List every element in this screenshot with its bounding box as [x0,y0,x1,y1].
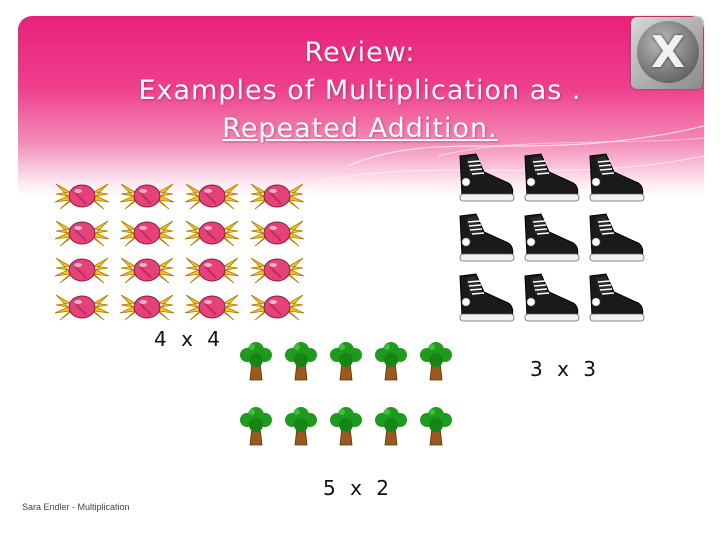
candy-icon [182,254,242,290]
tree-label: 5 x 2 [323,476,393,500]
candy-label: 4 x 4 [154,327,224,351]
tree-icon [371,403,411,451]
close-button[interactable]: X [631,17,703,89]
title-line-3: Repeated Addition. [222,113,498,144]
sneaker-icon [519,212,581,268]
sneaker-label: 3 x 3 [530,357,600,381]
title-banner [18,16,704,196]
candy-icon [52,291,112,327]
banner-swirl-lines [317,125,704,182]
sneaker-icon [454,152,516,208]
candy-icon [117,291,177,327]
sneaker-icon [584,272,646,328]
footer-text: Sara Endler - Multiplication [22,502,130,512]
tree-icon [326,338,366,386]
tree-icon [281,403,321,451]
candy-icon [52,180,112,216]
title-line-1: Review: [304,37,416,68]
tree-icon [416,338,456,386]
tree-icon [416,403,456,451]
sneaker-icon [454,212,516,268]
sneaker-icon [519,272,581,328]
sneaker-icon [584,152,646,208]
candy-icon [247,180,307,216]
title-line-2: Examples of Multiplication as . [138,75,582,106]
tree-icon [371,338,411,386]
candy-icon [182,291,242,327]
candy-icon [247,291,307,327]
candy-icon [182,180,242,216]
slide-title: Review: Examples of Multiplication as . … [0,34,720,148]
candy-icon [117,254,177,290]
candy-icon [247,254,307,290]
tree-icon [236,403,276,451]
tree-icon [236,338,276,386]
candy-icon [247,217,307,253]
sneaker-icon [584,212,646,268]
close-icon: X [637,21,699,83]
tree-icon [281,338,321,386]
candy-icon [117,180,177,216]
candy-icon [52,254,112,290]
sneaker-icon [519,152,581,208]
candy-icon [117,217,177,253]
candy-icon [52,217,112,253]
candy-icon [182,217,242,253]
sneaker-icon [454,272,516,328]
tree-icon [326,403,366,451]
